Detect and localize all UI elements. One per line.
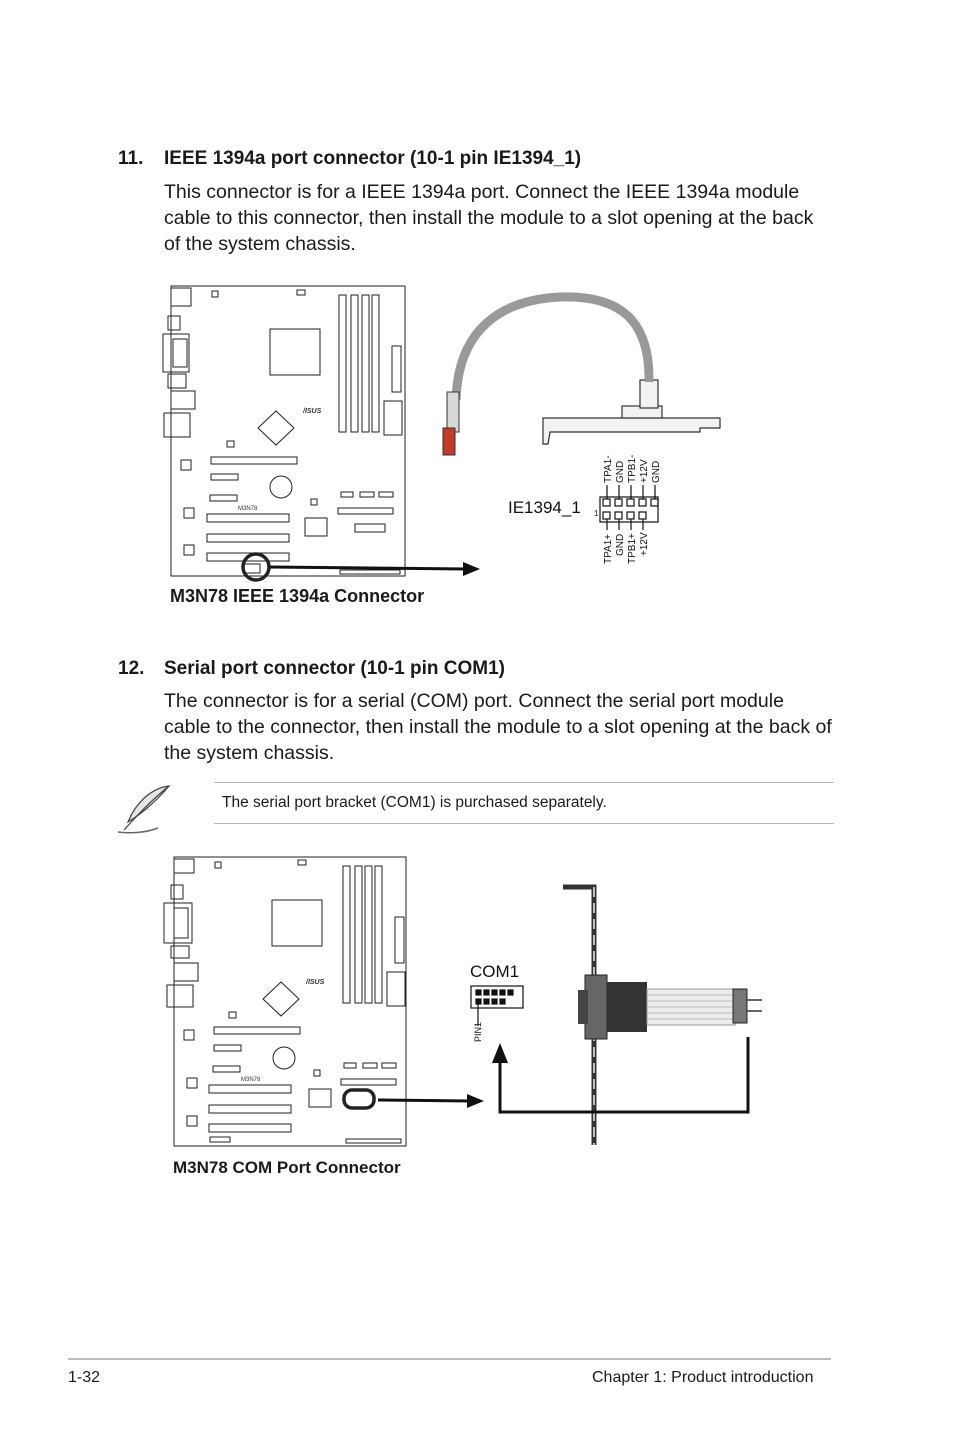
cable-hood <box>607 982 647 1032</box>
asus-logo: /ISUS <box>302 408 322 415</box>
pin-label-bottom: GND <box>615 534 626 556</box>
motherboard-layout <box>163 856 407 1147</box>
pointer-arrow <box>269 565 467 571</box>
feather-pen-icon <box>117 785 171 834</box>
section-11-line: cable to this connector, then install th… <box>164 207 814 229</box>
motherboard-layout <box>162 285 406 582</box>
com-connector-label: COM1 <box>470 962 519 981</box>
pin-header <box>599 485 659 530</box>
pin-label-top: GND <box>615 461 626 483</box>
pin-label-bottom: +12V <box>639 532 650 556</box>
chapter-title: Chapter 1: Product introduction <box>592 1369 814 1386</box>
section-11-line: This connector is for a IEEE 1394a port.… <box>164 181 800 203</box>
com-header-plug <box>732 988 748 1024</box>
asus-logo: /ISUS <box>305 979 325 986</box>
cable-connector-red <box>442 427 456 456</box>
pin-one-label: 1 <box>594 509 599 518</box>
figure-12-caption: M3N78 COM Port Connector <box>173 1158 401 1177</box>
note-text: The serial port bracket (COM1) is purcha… <box>222 794 607 811</box>
pin-label-top: GND <box>651 461 662 483</box>
section-12-line: The connector is for a serial (COM) port… <box>164 690 784 712</box>
arrow-head <box>467 1094 484 1108</box>
pointer-arrow <box>377 1098 471 1103</box>
section-12-line: the system chassis. <box>164 742 335 764</box>
routing-arrow-head <box>492 1043 508 1063</box>
pin1-label: PIN1 <box>473 1022 483 1042</box>
section-11-title: IEEE 1394a port connector (10-1 pin IE13… <box>164 148 582 169</box>
section-12-line: cable to the connector, then install the… <box>164 716 832 738</box>
section-12-number: 12. <box>118 658 145 679</box>
db9-connector <box>584 974 608 1040</box>
pin-label-bottom: TPB1+ <box>627 533 638 564</box>
section-11-paragraph: This connector is for a IEEE 1394a port.… <box>164 179 844 257</box>
arrow-head <box>463 562 480 576</box>
pin-label-top: +12V <box>639 459 650 483</box>
com-pin-header <box>470 985 524 1026</box>
section-11-number: 11. <box>118 148 144 169</box>
pin-label-top: TPA1- <box>603 455 614 483</box>
section-12-paragraph: The connector is for a serial (COM) port… <box>164 688 844 766</box>
routing-line <box>498 1037 750 1114</box>
board-label: M3N78 <box>241 1077 261 1083</box>
section-12-title: Serial port connector (10-1 pin COM1) <box>164 658 505 679</box>
page-number: 1-32 <box>68 1369 101 1386</box>
ieee1394-cable <box>451 292 654 401</box>
pin-label-top: TPB1- <box>627 455 638 483</box>
connector-label: IE1394_1 <box>508 498 581 517</box>
section-11-line: of the system chassis. <box>164 233 356 255</box>
note-box: The serial port bracket (COM1) is purcha… <box>214 782 834 824</box>
board-label: M3N78 <box>238 506 258 512</box>
pin-label-bottom: TPA1+ <box>603 534 614 564</box>
footer-rule <box>68 1358 831 1360</box>
figure-11-caption: M3N78 IEEE 1394a Connector <box>170 586 425 606</box>
